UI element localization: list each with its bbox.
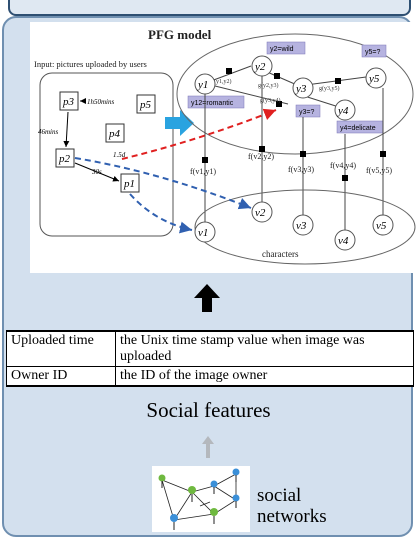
svg-text:p4: p4 (108, 128, 121, 140)
input-label: Input: pictures uploaded by users (34, 59, 147, 69)
feature-description: the Unix time stamp value when image was… (115, 330, 414, 367)
mapping-arrow (121, 108, 277, 160)
factor-square (202, 157, 208, 163)
svg-text:y2=wild: y2=wild (270, 46, 294, 53)
user-edge (210, 84, 289, 105)
factor-label: f(v2,y2) (248, 152, 274, 161)
svg-text:p5: p5 (139, 99, 152, 111)
svg-text:y4=delicate: y4=delicate (340, 125, 376, 132)
up-arrow-icon (194, 284, 220, 312)
svg-text:y4: y4 (337, 105, 349, 117)
person-node (170, 514, 178, 530)
svg-text:y2: y2 (254, 61, 266, 73)
table-row: Uploaded time the Unix time stamp value … (6, 330, 414, 367)
factor-square (335, 78, 341, 84)
svg-text:y3: y3 (295, 83, 307, 95)
table-row: Owner ID the ID of the image owner (6, 366, 414, 387)
character-node: v2 (251, 201, 273, 223)
person-node (232, 468, 240, 482)
factor-label: g(y1,y2) (211, 78, 232, 85)
social-network-icon (152, 466, 250, 532)
svg-text:y5=?: y5=? (365, 49, 380, 56)
edge-label: 30s (91, 168, 102, 176)
user-node: y3 (292, 77, 314, 99)
svg-text:v1: v1 (198, 227, 208, 239)
up-arrow-icon (202, 436, 214, 458)
input-box (39, 72, 174, 237)
factor-square (274, 73, 280, 79)
factor-label: g(y3,y4) (260, 97, 281, 104)
right-arrow-icon (165, 110, 194, 136)
factor-square (342, 175, 348, 181)
picture-node: p1 (120, 173, 140, 193)
social-features-label: Social features (146, 398, 271, 422)
user-node: y2 (251, 55, 273, 77)
annotation-label: y12=romantic (187, 95, 245, 109)
diagram-background (30, 22, 416, 273)
svg-text:p3: p3 (62, 96, 75, 108)
character-node: v3 (292, 214, 314, 236)
user-node: y4 (334, 99, 356, 121)
factor-label: f(v5,y5) (366, 166, 392, 175)
character-node: v4 (334, 229, 356, 251)
person-node (210, 480, 218, 494)
person-node (210, 508, 218, 524)
svg-text:y12=romantic: y12=romantic (191, 100, 234, 107)
users-ellipse (176, 33, 414, 155)
edge-label: 1.5d (113, 151, 126, 159)
factor-square (300, 151, 306, 157)
diagram-title: PFG model (148, 27, 212, 42)
picture-node: p2 (55, 148, 75, 168)
annotation-label: y5=? (361, 44, 387, 58)
svg-text:y5: y5 (368, 73, 380, 85)
person-node (232, 494, 240, 508)
svg-text:v4: v4 (338, 235, 349, 247)
top-frame (8, 0, 411, 16)
edge-label: 46mins (38, 128, 59, 136)
factor-square (380, 151, 386, 157)
user-node: y5 (365, 67, 387, 89)
factor-square (276, 101, 282, 107)
user-node: y1 (194, 73, 216, 95)
factor-label: f(v1,y1) (190, 167, 216, 176)
edge-label: 1h50mins (87, 98, 115, 106)
annotation-label: y2=wild (266, 41, 306, 55)
edge-arrow (63, 111, 70, 148)
mapping-arrow (74, 157, 252, 210)
svg-text:v5: v5 (376, 220, 387, 232)
annotation-label: y4=delicate (336, 120, 384, 134)
edge-arrow (74, 162, 120, 182)
person-node (158, 474, 166, 488)
picture-node: p3 (59, 91, 79, 111)
picture-node: p5 (136, 94, 156, 114)
character-node: v5 (372, 214, 394, 236)
factor-label: g(y2,y3) (258, 82, 279, 89)
character-node: v1 (194, 221, 216, 243)
pfg-diagram: PFG model Input: pictures uploaded by us… (30, 22, 416, 273)
features-table: Uploaded time the Unix time stamp value … (6, 330, 414, 387)
person-node (188, 486, 196, 502)
factor-label: g(y3,y5) (319, 85, 340, 92)
feature-name: Owner ID (6, 366, 116, 387)
factor-label: f(v3,y3) (288, 165, 314, 174)
annotation-label: y3=? (295, 104, 321, 118)
svg-text:y3=?: y3=? (299, 109, 314, 116)
social-networks-label: social networks (257, 485, 327, 527)
feature-description: the ID of the image owner (115, 366, 414, 387)
svg-text:p2: p2 (58, 153, 71, 165)
feature-name: Uploaded time (6, 330, 116, 367)
factor-label: f(v4,y4) (330, 161, 356, 170)
svg-text:y1: y1 (197, 79, 208, 91)
svg-text:v2: v2 (255, 207, 266, 219)
characters-label: characters (262, 249, 299, 259)
characters-ellipse (194, 189, 416, 265)
svg-text:v3: v3 (296, 220, 307, 232)
factor-square (259, 146, 265, 152)
svg-text:p1: p1 (123, 178, 135, 190)
picture-node: p4 (105, 123, 125, 143)
factor-square (226, 68, 232, 74)
